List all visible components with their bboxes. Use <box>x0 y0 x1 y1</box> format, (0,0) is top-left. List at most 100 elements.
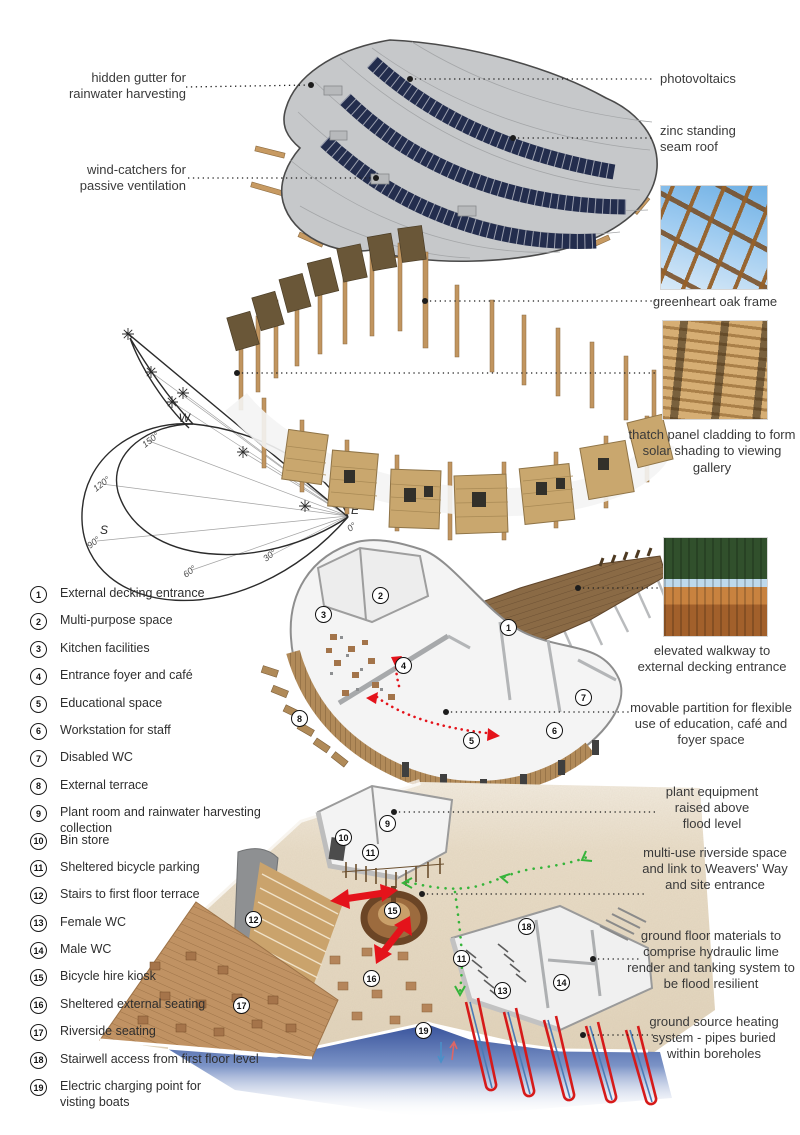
legend-item: 14 Male WC <box>30 942 290 969</box>
legend-item: 17 Riverside seating <box>30 1024 290 1051</box>
legend-number: 14 <box>30 942 47 960</box>
legend-label: Sheltered external seating <box>60 996 206 1011</box>
legend-label: Bin store <box>60 832 110 847</box>
marker-12: 12 <box>245 911 262 928</box>
legend-label: Kitchen facilities <box>60 640 150 655</box>
marker-11a: 11 <box>362 844 379 861</box>
legend-label: Riverside seating <box>60 1024 156 1039</box>
legend-number: 17 <box>30 1024 47 1042</box>
legend-number: 3 <box>30 640 47 658</box>
bicycle-racks <box>341 858 445 888</box>
compass-w: W <box>179 411 192 425</box>
marker-10: 10 <box>335 829 352 846</box>
walkway-photo <box>663 537 768 637</box>
marker-17: 17 <box>233 997 250 1014</box>
legend-label: Sheltered bicycle parking <box>60 859 200 874</box>
oak-frame-photo <box>660 185 768 290</box>
marker-5: 5 <box>463 732 480 749</box>
legend-label: Male WC <box>60 942 112 957</box>
deg-60: 60° <box>181 563 198 580</box>
marker-7: 7 <box>575 689 592 706</box>
caption-walkway: elevated walkway to external decking ent… <box>637 643 787 675</box>
wind-catcher-vents <box>323 85 477 217</box>
marker-9: 9 <box>379 815 396 832</box>
legend-label: Multi-purpose space <box>60 613 173 628</box>
first-floor-layer <box>260 539 670 795</box>
label-ground-materials: ground floor materials to comprise hydra… <box>627 928 795 991</box>
legend-item: 8 External terrace <box>30 777 290 805</box>
legend-item: 10 Bin store <box>30 832 290 860</box>
legend-number: 5 <box>30 695 47 713</box>
legend-label: Plant room and rainwater harvesting coll… <box>60 805 261 835</box>
legend-number: 8 <box>30 777 47 795</box>
legend-label: Workstation for staff <box>60 722 171 737</box>
marker-15: 15 <box>384 902 401 919</box>
deg-150: 150° <box>140 430 161 450</box>
legend-label: Disabled WC <box>60 750 133 765</box>
label-ground-source-heating: ground source heating system - pipes bur… <box>649 1014 779 1061</box>
compass-s: S <box>100 523 108 537</box>
stairwell-hatch <box>599 907 647 941</box>
legend-label: Educational space <box>60 695 163 710</box>
upper-thatch-panels <box>226 225 427 352</box>
interior-walls <box>337 633 450 706</box>
marker-14: 14 <box>553 974 570 991</box>
deg-0: 0° <box>345 520 358 533</box>
wc-building <box>449 904 654 1033</box>
riverside-deck <box>99 901 339 1060</box>
legend-number: 10 <box>30 832 47 850</box>
legend-number: 4 <box>30 668 47 686</box>
deg-120: 120° <box>91 474 112 494</box>
thatch-photo <box>662 320 768 420</box>
legend-number: 15 <box>30 969 47 987</box>
leader-lines <box>185 76 660 1038</box>
legend-item: 1 External decking entrance <box>30 586 290 613</box>
ground-floor-layer <box>99 779 715 1118</box>
caption-thatch: thatch panel cladding to form solar shad… <box>628 427 796 475</box>
label-hidden-gutter: hidden gutter for rainwater harvesting <box>68 70 186 101</box>
river-water <box>168 1023 672 1118</box>
deg-30: 30° <box>261 547 278 564</box>
legend-number: 9 <box>30 805 47 823</box>
plant-room-building <box>315 784 454 888</box>
legend-number: 1 <box>30 586 47 603</box>
legend-label: External terrace <box>60 777 149 792</box>
legend-item: 9 Plant room and rainwater harvesting col… <box>30 805 290 835</box>
legend-item: 15 Bicycle hire kiosk <box>30 969 290 996</box>
caption-oak-frame: greenheart oak frame <box>652 294 778 309</box>
legend-number: 11 <box>30 859 47 877</box>
marker-16: 16 <box>363 970 380 987</box>
legend-item: 4 Entrance foyer and café <box>30 668 290 695</box>
legend-label: External decking entrance <box>60 586 205 600</box>
legend-item: 5 Educational space <box>30 695 290 723</box>
label-wind-catchers: wind-catchers for passive ventilation <box>79 162 186 193</box>
label-photovoltaics: photovoltaics <box>660 71 736 86</box>
legend-label: Bicycle hire kiosk <box>60 969 156 984</box>
legend-number: 13 <box>30 914 47 932</box>
legend-number: 7 <box>30 750 47 768</box>
legend-number: 18 <box>30 1051 47 1069</box>
flow-arrows <box>437 1040 458 1064</box>
legend-label: Entrance foyer and café <box>60 668 193 683</box>
legend-item: 11 Sheltered bicycle parking <box>30 859 290 887</box>
marker-8: 8 <box>291 710 308 727</box>
roof-layer <box>250 39 658 263</box>
legend-label: Female WC <box>60 914 126 929</box>
timber-cladding-band <box>286 650 595 795</box>
legend-number: 19 <box>30 1079 47 1097</box>
legend-item: 13 Female WC <box>30 914 290 942</box>
legend-label: Stairwell access from first floor level <box>60 1051 259 1066</box>
legend-number: 12 <box>30 887 47 905</box>
marker-1: 1 <box>500 619 517 636</box>
cafe-furniture <box>326 634 395 700</box>
lower-thatch-panels <box>281 413 674 535</box>
marker-13: 13 <box>494 982 511 999</box>
marker-3: 3 <box>315 606 332 623</box>
marker-18: 18 <box>518 918 535 935</box>
